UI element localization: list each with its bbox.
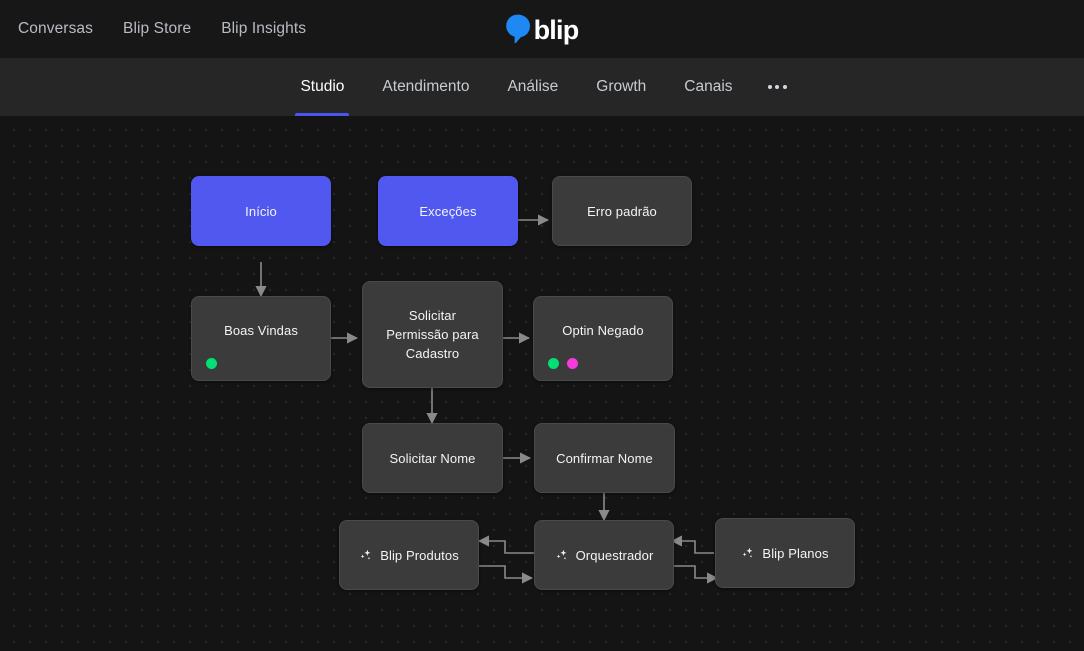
status-badge-green	[548, 358, 559, 369]
flow-node-inicio[interactable]: Início	[191, 176, 331, 246]
blip-balloon-icon	[506, 14, 531, 44]
flow-node-orquestrador-content: Orquestrador	[555, 546, 654, 565]
flow-node-solicitar-nome[interactable]: Solicitar Nome	[362, 423, 503, 493]
tab-canais-label: Canais	[684, 78, 733, 95]
tab-studio-label: Studio	[300, 78, 345, 95]
tab-studio[interactable]: Studio	[281, 58, 363, 116]
sparkles-icon	[743, 547, 753, 558]
flow-node-confirmar-nome-label: Confirmar Nome	[556, 450, 653, 466]
flow-node-boas-vindas-badges	[206, 358, 217, 369]
flow-node-erro-padrao[interactable]: Erro padrão	[552, 176, 692, 246]
status-badge-magenta	[567, 358, 578, 369]
tab-atendimento[interactable]: Atendimento	[363, 58, 488, 116]
brand-wordmark: blip	[533, 14, 580, 45]
flow-node-blip-produtos[interactable]: Blip Produtos	[339, 520, 479, 590]
flow-node-solicitar-nome-label: Solicitar Nome	[389, 450, 476, 466]
more-horizontal-icon	[767, 85, 787, 89]
edge-orquestrador-blipplanos	[672, 565, 719, 584]
flow-node-blip-planos-content: Blip Planos	[741, 544, 828, 563]
sparkles-icon	[360, 549, 371, 560]
flow-node-optin-negado-label: Optin Negado	[562, 323, 644, 338]
flow-node-blip-produtos-label: Blip Produtos	[380, 547, 459, 563]
topnav-item-blip-store[interactable]: Blip Store	[123, 20, 192, 37]
edge-blipplanos-orquestrador	[670, 535, 714, 554]
tab-overflow-button[interactable]	[752, 58, 803, 116]
tab-growth-label: Growth	[596, 78, 647, 95]
tab-analise[interactable]: Análise	[488, 58, 577, 116]
flow-node-optin-negado-badges	[548, 358, 578, 369]
flow-node-excecoes[interactable]: Exceções	[378, 176, 518, 246]
flow-node-solicitar-permissao[interactable]: Solicitar Permissão para Cadastro	[362, 281, 503, 388]
flow-node-inicio-label: Início	[245, 203, 277, 219]
tab-growth[interactable]: Growth	[577, 58, 665, 116]
topnav-item-blip-insights[interactable]: Blip Insights	[221, 20, 307, 37]
tab-canais[interactable]: Canais	[665, 58, 751, 116]
flow-node-boas-vindas[interactable]: Boas Vindas	[191, 296, 331, 381]
tab-atendimento-label: Atendimento	[382, 78, 470, 95]
tab-analise-label: Análise	[507, 78, 559, 95]
primary-nav: Conversas Blip Store Blip Insights	[16, 16, 308, 42]
edge-orquestrador-blipprodutos	[477, 535, 536, 554]
flow-node-solicitar-permissao-label: Solicitar Permissão para Cadastro	[386, 308, 479, 361]
flow-node-orquestrador-label: Orquestrador	[575, 547, 654, 563]
secondary-tab-bar: Studio Atendimento Análise Growth Canais	[0, 58, 1084, 116]
edge-blipprodutos-orquestrador	[479, 565, 534, 584]
flow-node-optin-negado[interactable]: Optin Negado	[533, 296, 673, 381]
flow-node-blip-planos-label: Blip Planos	[762, 545, 829, 561]
sparkles-icon	[556, 549, 567, 560]
flow-node-blip-produtos-content: Blip Produtos	[359, 546, 459, 565]
flow-node-blip-planos[interactable]: Blip Planos	[715, 518, 855, 588]
top-header-bar: Conversas Blip Store Blip Insights blip	[0, 0, 1084, 58]
flow-node-erro-padrao-label: Erro padrão	[587, 203, 657, 219]
status-badge-green	[206, 358, 217, 369]
blip-logo[interactable]: blip	[506, 14, 579, 44]
flow-node-boas-vindas-label: Boas Vindas	[224, 323, 298, 338]
topnav-item-conversas[interactable]: Conversas	[18, 20, 93, 37]
flow-canvas[interactable]: Início Exceções Erro padrão Boas Vindas …	[0, 116, 1084, 651]
flow-node-excecoes-label: Exceções	[419, 203, 477, 219]
flow-node-confirmar-nome[interactable]: Confirmar Nome	[534, 423, 675, 493]
flow-node-orquestrador[interactable]: Orquestrador	[534, 520, 674, 590]
